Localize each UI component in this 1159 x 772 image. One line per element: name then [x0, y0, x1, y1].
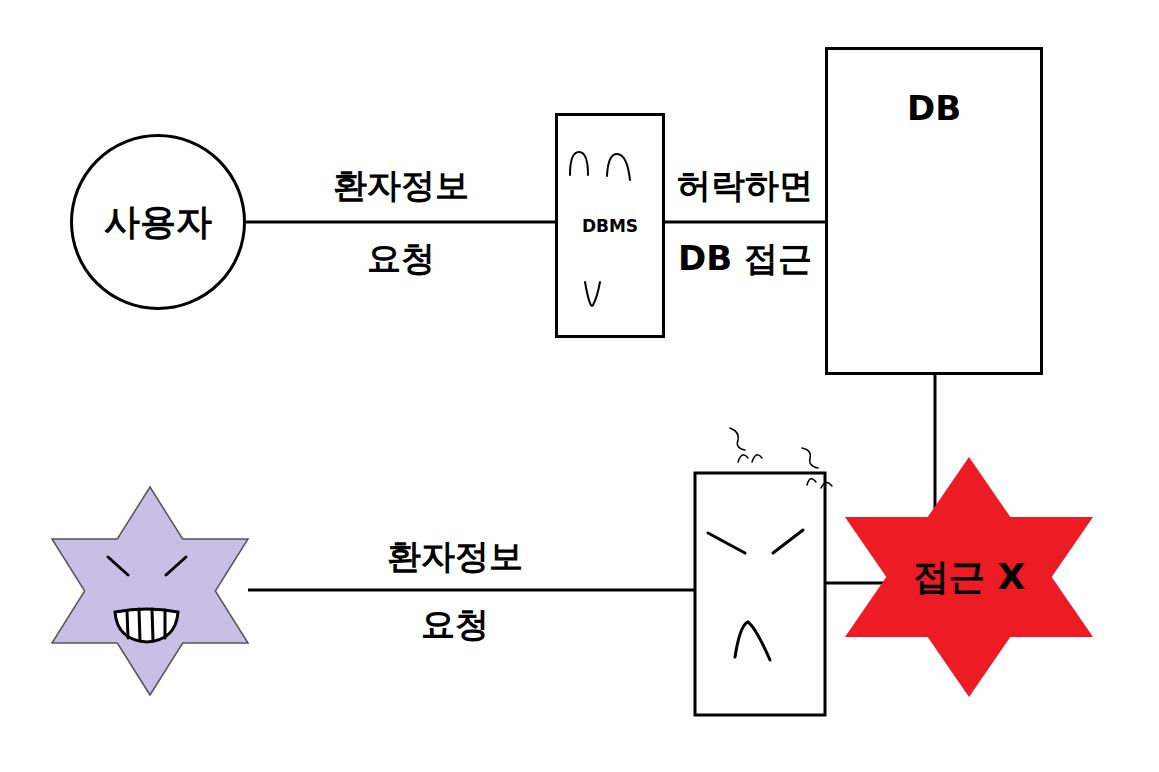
guard-to-star-line: [825, 582, 884, 585]
user-circle: 사용자: [70, 134, 246, 310]
guard-face: [708, 530, 803, 660]
node-text: DB: [907, 88, 961, 128]
line-label: 환자정보 요청: [326, 149, 476, 295]
denied-star: 접근 X: [845, 457, 1093, 697]
star-shape: [845, 457, 1093, 697]
line-label: 허락하면 DB 접근: [670, 149, 820, 295]
villain-face: [108, 557, 186, 642]
villain-star: [52, 487, 248, 695]
request-line: [248, 589, 695, 592]
db-box: DB: [825, 47, 1043, 375]
node-text: 접근 X: [913, 553, 1025, 602]
connector: [934, 375, 937, 508]
line-label: 환자정보 요청: [380, 522, 530, 658]
node-text: 사용자: [104, 198, 212, 247]
anger-marks: [730, 428, 832, 488]
dbms-box: DBMS: [555, 113, 665, 338]
node-text: DBMS: [582, 216, 638, 236]
guard-box: [695, 473, 825, 715]
connector: [246, 221, 555, 224]
connector: [665, 221, 825, 224]
